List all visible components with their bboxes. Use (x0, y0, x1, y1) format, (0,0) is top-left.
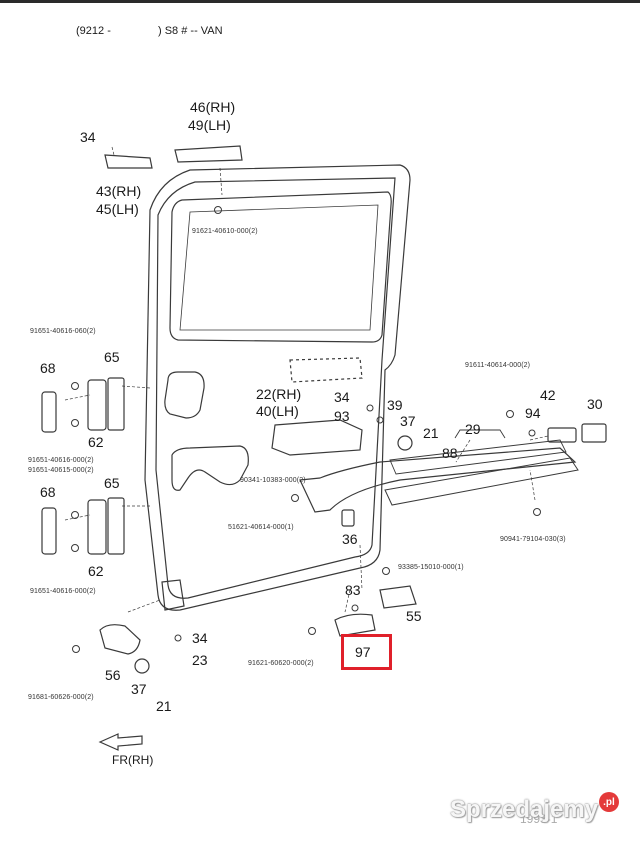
callout-21-mid: 21 (423, 425, 439, 441)
door-cutout-handle (171, 445, 249, 491)
header-right: ) S8 # -- VAN (158, 25, 223, 37)
door-outer-frame (144, 164, 411, 611)
rail-guide (384, 457, 579, 506)
door-inner-frame (155, 177, 396, 599)
callout-45: 45(LH) (96, 201, 139, 217)
bracket-29 (454, 429, 506, 439)
hinge-upper-right (174, 145, 243, 163)
callout-37-mid: 37 (400, 413, 416, 429)
fr-arrow-icon (98, 733, 143, 751)
window-inner (179, 204, 379, 331)
fasteners (71, 206, 541, 653)
callout-23: 23 (192, 652, 208, 668)
callout-49: 49(LH) (188, 117, 231, 133)
callout-21-bottom: 21 (156, 698, 172, 714)
part-number-93385-15010: 93385-15010-000(1) (398, 564, 464, 571)
door-cutout-round (164, 371, 205, 419)
part-55 (379, 585, 417, 609)
callout-68-lower: 68 (40, 484, 56, 500)
callout-34-mid: 34 (334, 389, 350, 405)
hinge-bracket-lower-68 (41, 507, 57, 555)
part-number-90941-79104: 90941-79104-030(3) (500, 536, 566, 543)
hinge-bracket-lower-62 (87, 499, 107, 555)
front-rh-label: FR(RH) (112, 753, 154, 767)
callout-22: 22(RH) (256, 386, 302, 402)
part-number-91621-60620: 91621-60620-000(2) (248, 660, 314, 667)
part-number-91651-40616-b: 91651-40616-000(2) (28, 457, 94, 464)
callout-29: 29 (465, 421, 481, 437)
highlight-box-97 (341, 634, 392, 670)
callout-62-upper: 62 (88, 434, 104, 450)
part-97 (334, 613, 376, 637)
callout-37-bottom: 37 (131, 681, 147, 697)
callout-62-lower: 62 (88, 563, 104, 579)
part-42 (547, 427, 577, 443)
callout-56: 56 (105, 667, 121, 683)
top-border (0, 0, 640, 3)
hinge-bracket-upper-68 (41, 391, 57, 433)
callout-46: 46(RH) (190, 99, 236, 115)
hinge-upper-left (104, 154, 153, 169)
callout-97: 97 (355, 644, 371, 660)
callout-65-upper: 65 (104, 349, 120, 365)
hinge-bracket-lower-65 (107, 497, 125, 555)
faded-page-number: 1993-1 (520, 812, 558, 826)
hinge-bracket-upper-62 (87, 379, 107, 431)
callout-34-bottom: 34 (192, 630, 208, 646)
callout-42: 42 (540, 387, 556, 403)
part-36 (341, 509, 355, 527)
callout-30: 30 (587, 396, 603, 412)
part-number-91681-60626: 91681-60626-000(2) (28, 694, 94, 701)
door-window (169, 191, 392, 343)
door-cutout-upper (289, 357, 363, 383)
callout-55: 55 (406, 608, 422, 624)
striker-plate (161, 579, 185, 611)
callout-94: 94 (525, 405, 541, 421)
header-left: (9212 - (76, 25, 111, 37)
callout-36: 36 (342, 531, 358, 547)
callout-93: 93 (334, 408, 350, 424)
callout-88: 88 (442, 445, 458, 461)
part-number-91651-40616-a: 91651-40616-060(2) (30, 328, 96, 335)
callout-83: 83 (345, 582, 361, 598)
part-number-91651-40616-c: 91651-40616-000(2) (30, 588, 96, 595)
part-number-91621-40610: 91621-40610-000(2) (192, 228, 258, 235)
lower-rail (299, 447, 577, 513)
part-number-91611-40614: 91611-40614-000(2) (465, 362, 531, 369)
callout-40: 40(LH) (256, 403, 299, 419)
part-37 (397, 435, 413, 451)
watermark-badge: .pl (599, 792, 619, 812)
bottom-roller-56 (99, 624, 141, 655)
part-number-91651-40615: 91651-40615-000(2) (28, 467, 94, 474)
roller-37 (134, 658, 150, 674)
callout-68-upper: 68 (40, 360, 56, 376)
callout-34-top: 34 (80, 129, 96, 145)
callout-39: 39 (387, 397, 403, 413)
hinge-bracket-upper-65 (107, 377, 125, 431)
callout-65-lower: 65 (104, 475, 120, 491)
watermark-brand: Sprzedajemy (450, 796, 599, 823)
rail-bracket (389, 439, 567, 475)
part-number-51621-40614: 51621-40614-000(1) (228, 524, 294, 531)
callout-43: 43(RH) (96, 183, 142, 199)
part-30 (581, 423, 607, 443)
part-number-90341-10383: 90341-10383-000(2) (240, 477, 306, 484)
lock-assembly (271, 419, 363, 456)
